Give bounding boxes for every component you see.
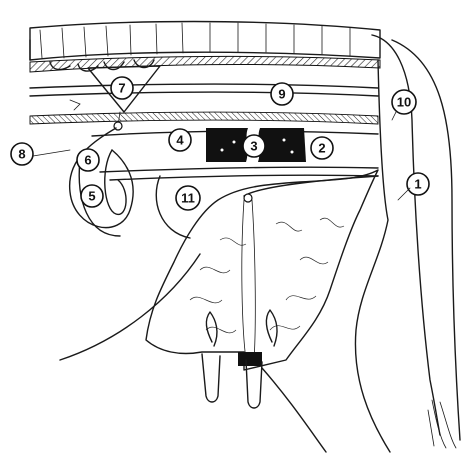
callout-3-text: 3 (250, 139, 257, 154)
callout-11-text: 11 (181, 191, 195, 206)
callout-2: 2 (311, 137, 333, 159)
callout-4: 4 (169, 129, 191, 151)
callout-1-text: 1 (414, 177, 421, 192)
callout-4-text: 4 (176, 133, 184, 148)
callout-10-text: 10 (397, 95, 411, 110)
callout-10: 10 (392, 90, 416, 114)
callout-3: 3 (243, 135, 265, 157)
udder (60, 170, 378, 452)
callout-8-text: 8 (18, 147, 25, 162)
callout-2-text: 2 (318, 141, 325, 156)
vertebral-column (30, 22, 380, 73)
callout-1: 1 (407, 173, 429, 195)
callout-5: 5 (81, 185, 103, 207)
callout-7-text: 7 (118, 81, 125, 96)
callout-7: 7 (111, 77, 133, 99)
callout-6-text: 6 (84, 153, 91, 168)
callout-5-text: 5 (88, 189, 95, 204)
callout-8: 8 (11, 143, 33, 165)
callout-11: 11 (176, 186, 200, 210)
callout-9: 9 (271, 83, 293, 105)
callout-9-text: 9 (278, 87, 285, 102)
callout-6: 6 (77, 149, 99, 171)
